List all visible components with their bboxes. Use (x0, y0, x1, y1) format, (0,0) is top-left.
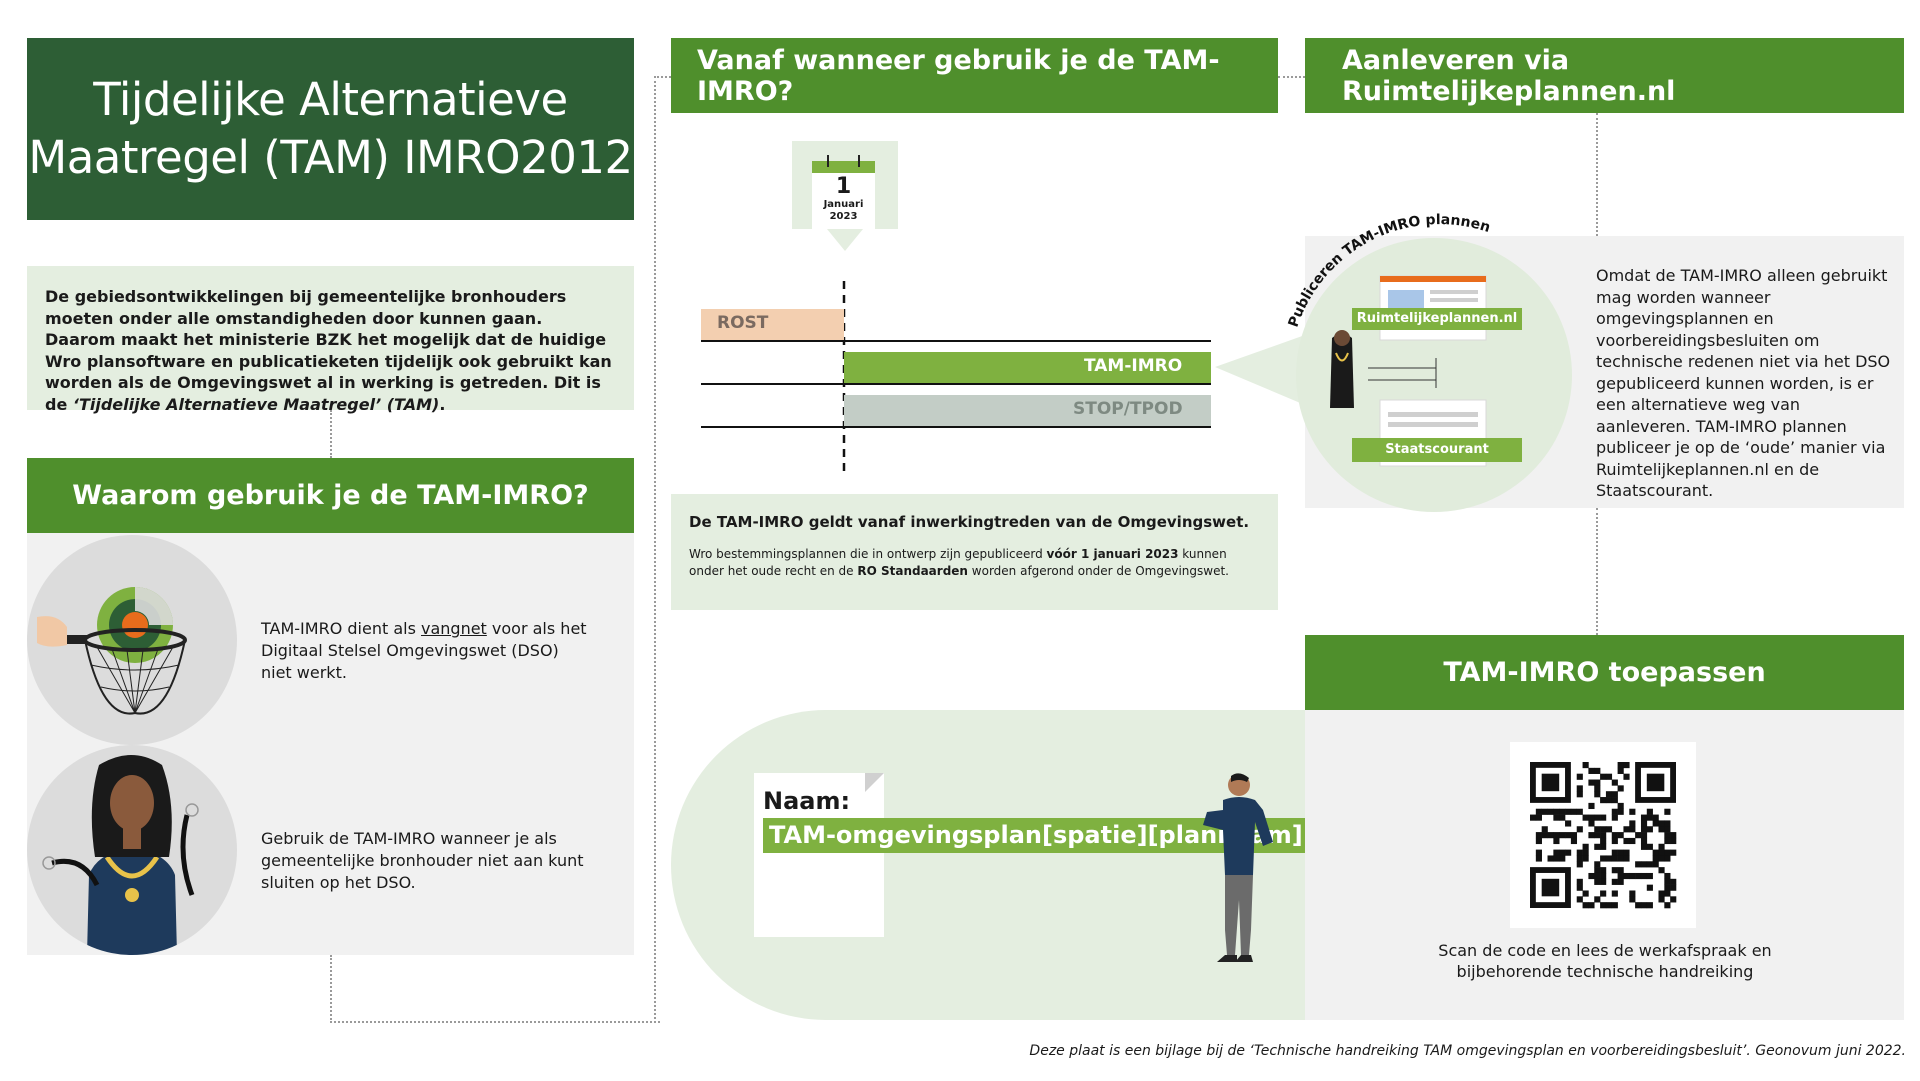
when-heading: Vanaf wanneer gebruik je de TAM-IMRO? (671, 38, 1278, 113)
qr-caption: Scan de code en lees de werkafspraak en … (1438, 941, 1772, 981)
connector-line (654, 76, 656, 1023)
intro-end: . (439, 394, 446, 414)
document-fold (865, 773, 884, 792)
stop-tpod-bar (844, 395, 1211, 427)
intro-emphasis: ‘Tijdelijke Alternatieve Maatregel’ (TAM… (72, 394, 440, 414)
document-icon (754, 773, 884, 937)
when-note-main: De TAM-IMRO geldt vanaf inwerkingtreden … (689, 513, 1250, 531)
why-item-bronhouder: Gebruik de TAM-IMRO wanneer je als gemee… (261, 829, 584, 892)
tam-imro-label: TAM-IMRO (1084, 356, 1183, 376)
rost-label: ROST (717, 313, 769, 333)
page-title-line1: Tijdelijke Alternatieve (93, 73, 568, 126)
calendar-day: 1 (835, 174, 852, 199)
timeline-diagram (701, 141, 1211, 473)
intro-text: De gebiedsontwikkelingen bij gemeentelij… (27, 266, 634, 414)
connector-line (1596, 113, 1598, 236)
qr-code-icon (1530, 762, 1677, 909)
man-leaning-illustration (1203, 773, 1273, 962)
deliver-text: Omdat de TAM-IMRO alleen gebruikt mag wo… (1596, 266, 1891, 500)
connector-line (330, 1021, 660, 1023)
connector-line (1278, 76, 1305, 78)
intro-body: De gebiedsontwikkelingen bij gemeentelij… (45, 287, 612, 414)
site-staatscourant-label: Staatscourant (1385, 442, 1489, 457)
page-title: Tijdelijke Alternatieve Maatregel (TAM) … (27, 38, 634, 220)
safety-net-illustration (27, 535, 237, 745)
why-heading: Waarom gebruik je de TAM-IMRO? (27, 458, 634, 533)
connector-line (330, 410, 332, 458)
bronhouder-illustration (27, 745, 237, 955)
when-note-detail: Wro bestemmingsplannen die in ontwerp zi… (689, 547, 1229, 578)
calendar-month: Januari (823, 199, 864, 210)
timeline-pointer (1215, 335, 1305, 405)
connector-line (330, 955, 332, 1023)
deliver-heading: Aanleveren via Ruimtelijkeplannen.nl (1305, 38, 1904, 113)
why-section: TAM-IMRO dient als vangnet voor als het … (27, 533, 634, 955)
why-item-safety-net: TAM-IMRO dient als vangnet voor als het … (261, 619, 587, 682)
stop-tpod-label: STOP/TPOD (1073, 399, 1183, 419)
page-title-line2: Maatregel (TAM) IMRO2012 (28, 131, 633, 184)
qr-code[interactable] (1510, 742, 1696, 928)
publish-illustration (1330, 275, 1522, 467)
mayor-figure (1330, 334, 1354, 408)
when-note: De TAM-IMRO geldt vanaf inwerkingtreden … (671, 494, 1278, 610)
safety-net-term: vangnet (421, 619, 487, 638)
safety-net-icon (37, 587, 187, 715)
calendar-year: 2023 (829, 211, 858, 222)
connector-line (1596, 508, 1598, 635)
apply-heading: TAM-IMRO toepassen (1305, 635, 1904, 710)
naming-label: Naam: (763, 787, 851, 815)
site-ruimtelijkeplannen-label: Ruimtelijkeplannen.nl (1356, 311, 1518, 326)
connector-line (654, 76, 671, 78)
rost-bar (701, 309, 844, 341)
tam-imro-bar (844, 352, 1211, 384)
footer-note: Deze plaat is een bijlage bij de ‘Techni… (1029, 1043, 1906, 1059)
woman-cables-icon (42, 755, 199, 955)
